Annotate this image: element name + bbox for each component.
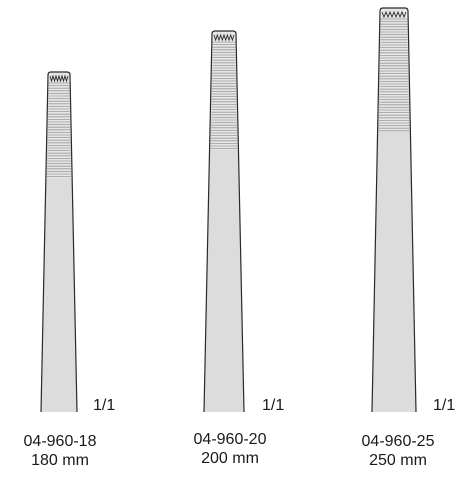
product-code: 04-960-20 (193, 431, 267, 448)
caption-item-2: 04-960-20 200 mm (170, 430, 290, 468)
jaw-outline (203, 30, 245, 413)
shaft (41, 178, 77, 412)
jaw-outline (40, 71, 78, 413)
forceps-jaw-3 (371, 7, 417, 413)
scale-label-2: 1/1 (262, 397, 285, 414)
forceps-jaw-2 (203, 30, 245, 413)
shaft (204, 150, 244, 412)
scale-label-3: 1/1 (433, 397, 456, 414)
product-length: 200 mm (201, 450, 259, 467)
scale-label-1: 1/1 (93, 397, 116, 414)
serrated-jaw (377, 8, 411, 132)
caption-item-3: 04-960-25 250 mm (338, 432, 458, 470)
product-code: 04-960-25 (361, 433, 435, 450)
product-length: 180 mm (31, 452, 89, 469)
jaw-outline (371, 7, 417, 413)
serrated-jaw (209, 31, 239, 150)
caption-item-1: 04-960-18 180 mm (0, 432, 120, 470)
tip-teeth (213, 33, 235, 42)
product-length: 250 mm (369, 452, 427, 469)
forceps-jaw-1 (40, 71, 78, 413)
shaft (372, 132, 416, 412)
product-code: 04-960-18 (23, 433, 97, 450)
tip-teeth (49, 74, 69, 83)
tip-teeth (381, 10, 407, 19)
